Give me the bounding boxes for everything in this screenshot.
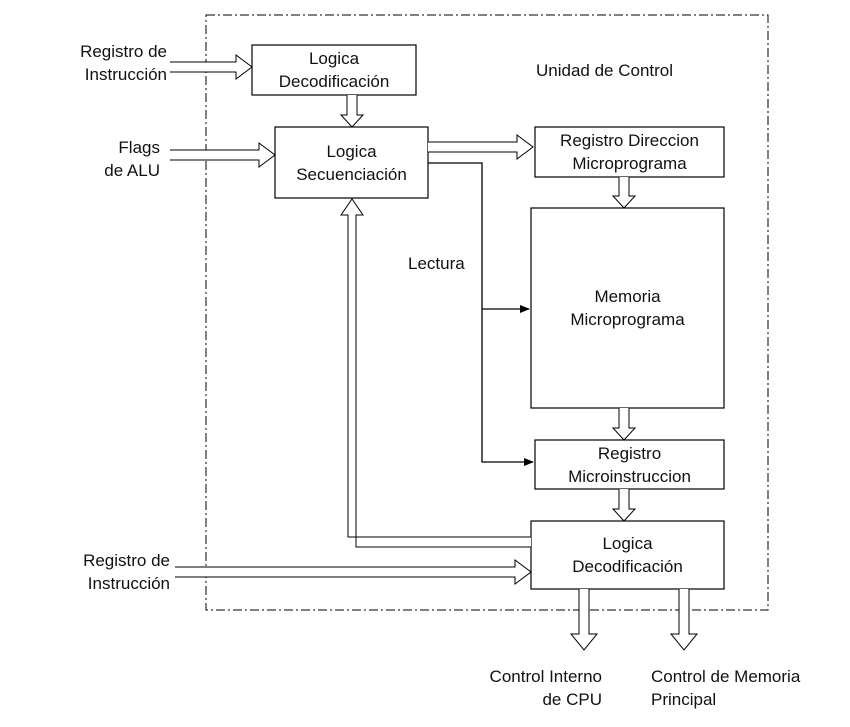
label-line: Control Interno — [489, 667, 602, 686]
sequencing-logic-label: Logica Secuenciación — [275, 127, 428, 198]
address-to-memory-arrow — [611, 177, 637, 209]
label-line: Decodificación — [572, 557, 683, 576]
label-line: Instrucción — [87, 574, 170, 593]
instruction-register-bottom-arrow — [175, 559, 532, 585]
label-line: Registro de — [83, 551, 170, 570]
alu-flags-label: Flags de ALU — [80, 136, 160, 182]
control-unit-boundary — [205, 14, 769, 611]
microinstruction-to-decode-arrow — [611, 489, 637, 522]
microprogram-memory-label: Memoria Microprograma — [531, 208, 724, 408]
internal-control-output-label: Control Interno de CPU — [460, 665, 602, 711]
alu-flags-arrow — [170, 142, 276, 168]
label-line: Microinstruccion — [568, 466, 691, 486]
label-line: Secuenciación — [296, 164, 407, 184]
label-line: Logica — [308, 49, 360, 68]
control-unit-title: Unidad de Control — [536, 59, 673, 82]
label-line: Flags — [118, 138, 160, 157]
label-line: Microprograma — [570, 310, 685, 329]
memory-control-output-label: Control de Memoria Principal — [651, 665, 800, 711]
feedback-arrow — [340, 198, 531, 548]
instruction-register-top-label: Registro de Instrucción — [57, 40, 167, 86]
internal-control-output-arrow — [569, 589, 599, 651]
label-line: Decodificación — [278, 72, 390, 91]
title-text: Unidad de Control — [536, 61, 674, 80]
microinstruction-register-label: Registro Microinstruccion — [535, 440, 724, 489]
label-line: de ALU — [104, 161, 160, 180]
address-register-label: Registro Direccion Microprograma — [535, 127, 724, 177]
decode-logic-top-label: Logica Decodificación — [252, 45, 416, 95]
label-line: Principal — [651, 690, 717, 709]
memory-to-microinstruction-arrow — [611, 408, 637, 441]
label-line: Registro Direccion — [560, 131, 699, 150]
read-signal-label: Lectura — [408, 252, 465, 275]
label-line: Registro — [597, 443, 662, 463]
address-register-box — [534, 126, 725, 178]
label-line: Lectura — [408, 254, 465, 273]
label-line: Logica — [326, 141, 377, 161]
label-line: Instrucción — [84, 65, 167, 84]
label-line: de CPU — [542, 690, 602, 709]
sequencing-logic-box — [274, 126, 429, 199]
instruction-register-bottom-label: Registro de Instrucción — [57, 549, 170, 595]
label-line: Memoria — [594, 287, 661, 306]
label-line: Registro de — [80, 42, 167, 61]
sequencing-to-address-arrow — [428, 134, 534, 160]
read-signal-line — [428, 162, 534, 466]
decode-logic-bottom-box — [530, 520, 725, 590]
decode-logic-top-box — [251, 44, 417, 96]
decode-to-sequencing-arrow — [339, 95, 365, 128]
label-line: Microprograma — [572, 154, 687, 173]
label-line: Logica — [602, 534, 653, 553]
label-line: Control de Memoria — [651, 667, 801, 686]
decode-logic-bottom-label: Logica Decodificación — [531, 521, 724, 589]
memory-control-output-arrow — [669, 589, 699, 651]
instruction-register-top-arrow — [170, 54, 253, 80]
